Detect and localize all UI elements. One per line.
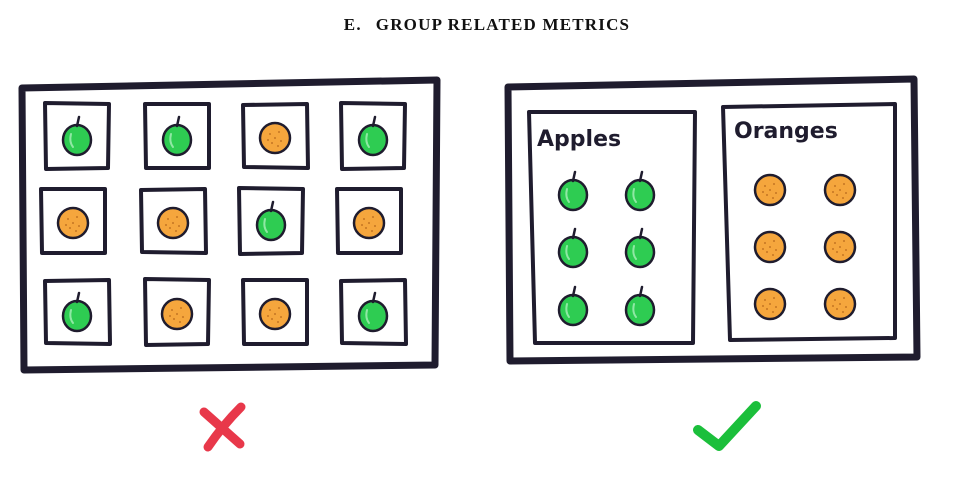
apple-icon	[559, 172, 587, 210]
orange-icon	[755, 289, 785, 319]
apple-icon	[257, 202, 285, 240]
orange-icon	[825, 175, 855, 205]
apple-icon	[359, 293, 387, 331]
orange-icon	[260, 123, 290, 153]
orange-icon	[162, 299, 192, 329]
apples-group: Apples	[529, 112, 695, 343]
fruit-cell	[243, 104, 308, 168]
fruit-cell	[145, 104, 209, 168]
orange-icon	[158, 208, 188, 238]
apples-group-label: Apples	[537, 127, 621, 152]
fruit-cell	[341, 280, 406, 344]
fruit-cell	[41, 189, 105, 253]
orange-icon	[260, 299, 290, 329]
apples-items	[559, 172, 654, 325]
oranges-group-label: Oranges	[734, 119, 838, 144]
checkmark-icon	[698, 406, 756, 446]
orange-icon	[755, 232, 785, 262]
fruit-cell	[239, 188, 303, 254]
orange-icon	[825, 289, 855, 319]
apple-icon	[559, 229, 587, 267]
apple-icon	[626, 287, 654, 325]
cross-icon	[204, 407, 241, 447]
fruit-cell	[45, 103, 109, 169]
apple-icon	[559, 287, 587, 325]
oranges-items	[755, 175, 855, 319]
bad-example-panel	[22, 80, 437, 370]
oranges-group: Oranges	[723, 104, 895, 340]
orange-icon	[354, 208, 384, 238]
fruit-cell	[243, 280, 307, 344]
checkmark-stroke	[698, 406, 756, 446]
fruit-cell	[341, 103, 405, 169]
good-example-panel: Apples Oranges	[508, 79, 917, 361]
apple-icon	[359, 117, 387, 155]
apple-icon	[626, 172, 654, 210]
fruit-grid	[41, 103, 406, 345]
orange-icon	[58, 208, 88, 238]
apple-icon	[163, 117, 191, 155]
apple-icon	[63, 117, 91, 155]
fruit-cell	[45, 280, 110, 344]
orange-icon	[825, 232, 855, 262]
apple-icon	[626, 229, 654, 267]
fruit-cell	[145, 279, 209, 345]
orange-icon	[755, 175, 785, 205]
fruit-cell	[337, 189, 401, 253]
apple-icon	[63, 293, 91, 331]
fruit-cell	[141, 189, 206, 253]
